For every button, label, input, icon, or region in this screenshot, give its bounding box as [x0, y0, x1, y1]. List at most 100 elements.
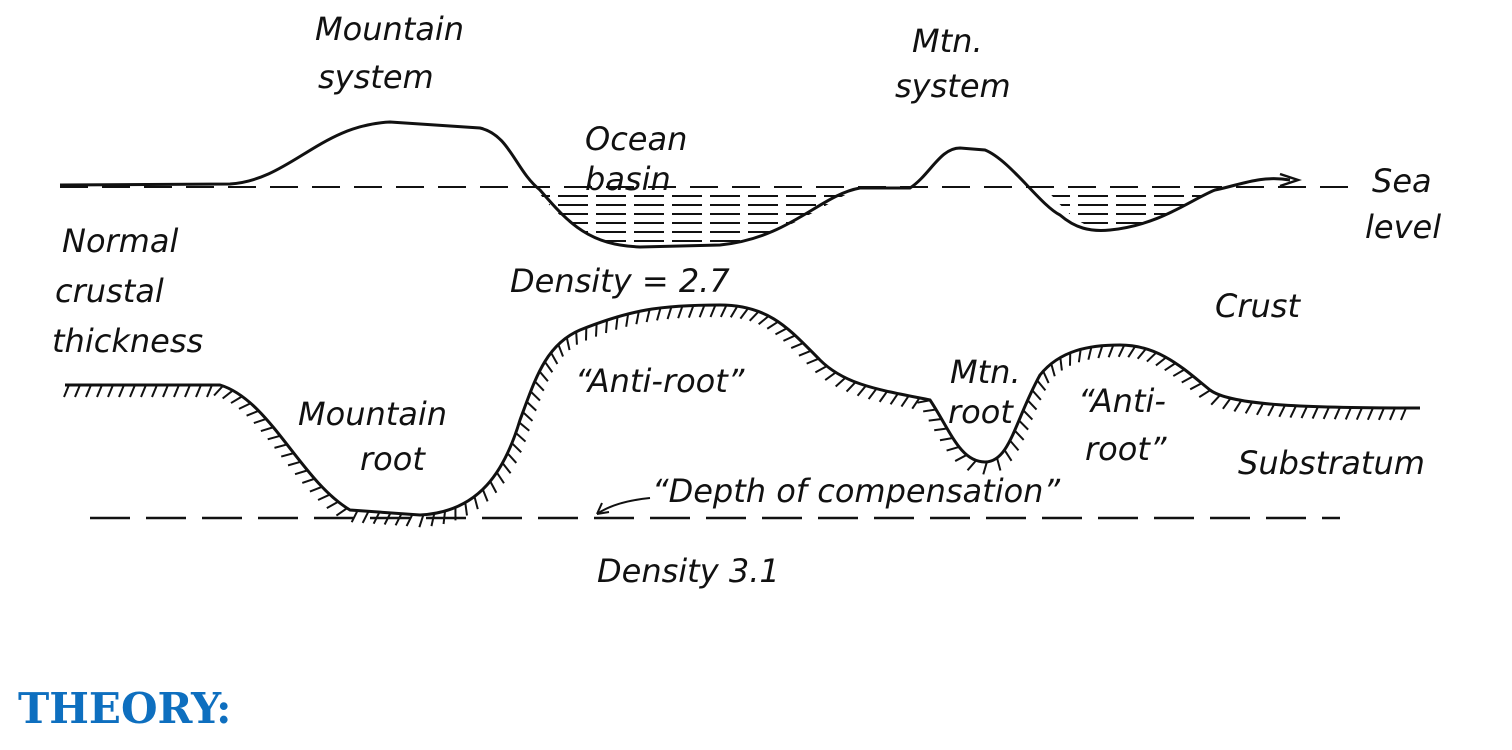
hatch-mark [1172, 368, 1186, 377]
hatch-mark [1389, 407, 1396, 421]
hatch-mark [739, 307, 750, 320]
label-substratum: Substratum [1238, 444, 1425, 482]
label-substratum-density: Density 3.1 [597, 552, 780, 590]
label-mtn-system: Mtn. [912, 22, 983, 60]
hatch-mark [506, 452, 518, 464]
hatch-mark [889, 393, 899, 405]
hatch-mark [1009, 439, 1020, 451]
hatch-mark [473, 496, 479, 510]
hatch-mark [309, 485, 323, 493]
hatch-mark [1333, 406, 1341, 420]
hatch-mark [184, 384, 191, 398]
hatch-mark [923, 408, 937, 413]
theory-heading: THEORY: [18, 684, 232, 733]
hatch-mark [230, 395, 243, 404]
compensation-arrow [596, 497, 651, 515]
hatch-mark [501, 462, 512, 474]
hatch-mark [666, 306, 673, 320]
hatch-mark [954, 454, 968, 462]
hatch-mark [835, 377, 847, 388]
hatch-mark [687, 305, 695, 318]
hatch-mark [982, 461, 988, 475]
hatch-mark [326, 500, 339, 509]
hatch-mark [1117, 344, 1126, 358]
hatch-mark [85, 384, 92, 398]
hatch-mark [677, 305, 684, 319]
hatch-mark [1031, 389, 1042, 401]
hatch-mark [1164, 362, 1177, 372]
hatch-mark [274, 443, 288, 449]
hatch-mark [1107, 344, 1115, 358]
boundary-hatch-marks [63, 304, 1407, 528]
label-mountain-system: system [318, 58, 434, 96]
hatch-mark [1087, 346, 1093, 360]
hatch-mark [1042, 370, 1050, 384]
hatch-mark [1036, 379, 1047, 391]
hatch-mark [656, 307, 662, 321]
hatch-mark [1136, 348, 1147, 360]
hatch-mark [511, 442, 522, 454]
hatch-mark [222, 389, 234, 400]
hatch-mark [550, 352, 559, 365]
hatch-mark [515, 432, 527, 443]
hatch-mark [1344, 407, 1352, 420]
label-ocean-basin: Ocean [585, 120, 687, 158]
hatch-mark [814, 365, 828, 374]
label-normal-crustal-thickness: crustal [55, 272, 164, 310]
hatch-mark [96, 384, 103, 398]
hatch-mark [1256, 402, 1264, 416]
hatch-mark [1181, 375, 1194, 384]
hatch-mark [213, 385, 224, 397]
hatch-mark [1026, 399, 1038, 411]
hatch-mark [1018, 419, 1029, 431]
hatch-mark [698, 304, 706, 318]
hatch-mark [280, 452, 295, 458]
hatch-mark [238, 402, 252, 410]
hatch-mark [74, 384, 81, 398]
hatch-mark [1146, 351, 1157, 363]
hatch-mark [1198, 389, 1211, 398]
hatch-mark [107, 384, 114, 398]
hatch-mark [118, 384, 125, 398]
hatch-mark [1155, 356, 1167, 367]
hatch-mark [140, 384, 147, 398]
hatch-mark [1189, 382, 1203, 391]
hatch-mark [267, 434, 281, 441]
hatch-mark [260, 426, 274, 433]
hatch-mark [489, 480, 498, 494]
label-mtn-root: Mtn. [950, 353, 1021, 391]
hatch-mark [900, 395, 910, 408]
hatch-mark [1210, 394, 1221, 406]
hatch-mark [1003, 449, 1013, 462]
hatch-mark [206, 384, 213, 398]
label-sea-level: Sea [1372, 162, 1432, 200]
hatch-mark [824, 371, 837, 381]
hatch-mark [173, 384, 180, 398]
hatch-mark [719, 304, 728, 318]
hatch-mark [162, 384, 169, 398]
label-depth-of-compensation: “Depth of compensation” [652, 472, 1060, 510]
hatch-mark [1222, 397, 1232, 410]
hatch-mark [294, 469, 308, 476]
hatch-mark [522, 411, 534, 422]
hatch-mark [557, 344, 564, 357]
hatch-mark [1233, 399, 1243, 412]
hatch-mark [430, 513, 436, 527]
label-anti-root-2: root” [1085, 430, 1167, 468]
label-mtn-root: root [948, 393, 1014, 431]
hatch-mark [518, 421, 530, 432]
hatch-mark [1400, 407, 1407, 421]
hatch-mark [335, 507, 348, 517]
hatch-mark [129, 384, 136, 398]
hatch-mark [966, 459, 977, 471]
label-normal-crustal-thickness: Normal [62, 222, 178, 260]
hatch-mark [287, 460, 301, 467]
hatch-mark [1127, 345, 1137, 358]
hatch-mark [766, 320, 779, 330]
label-normal-crustal-thickness: thickness [52, 322, 203, 360]
hatch-mark [1013, 429, 1025, 441]
hatch-mark [928, 418, 942, 422]
hatch-mark [495, 471, 505, 484]
hatch-mark [350, 510, 359, 523]
hatch-mark [1077, 349, 1082, 363]
